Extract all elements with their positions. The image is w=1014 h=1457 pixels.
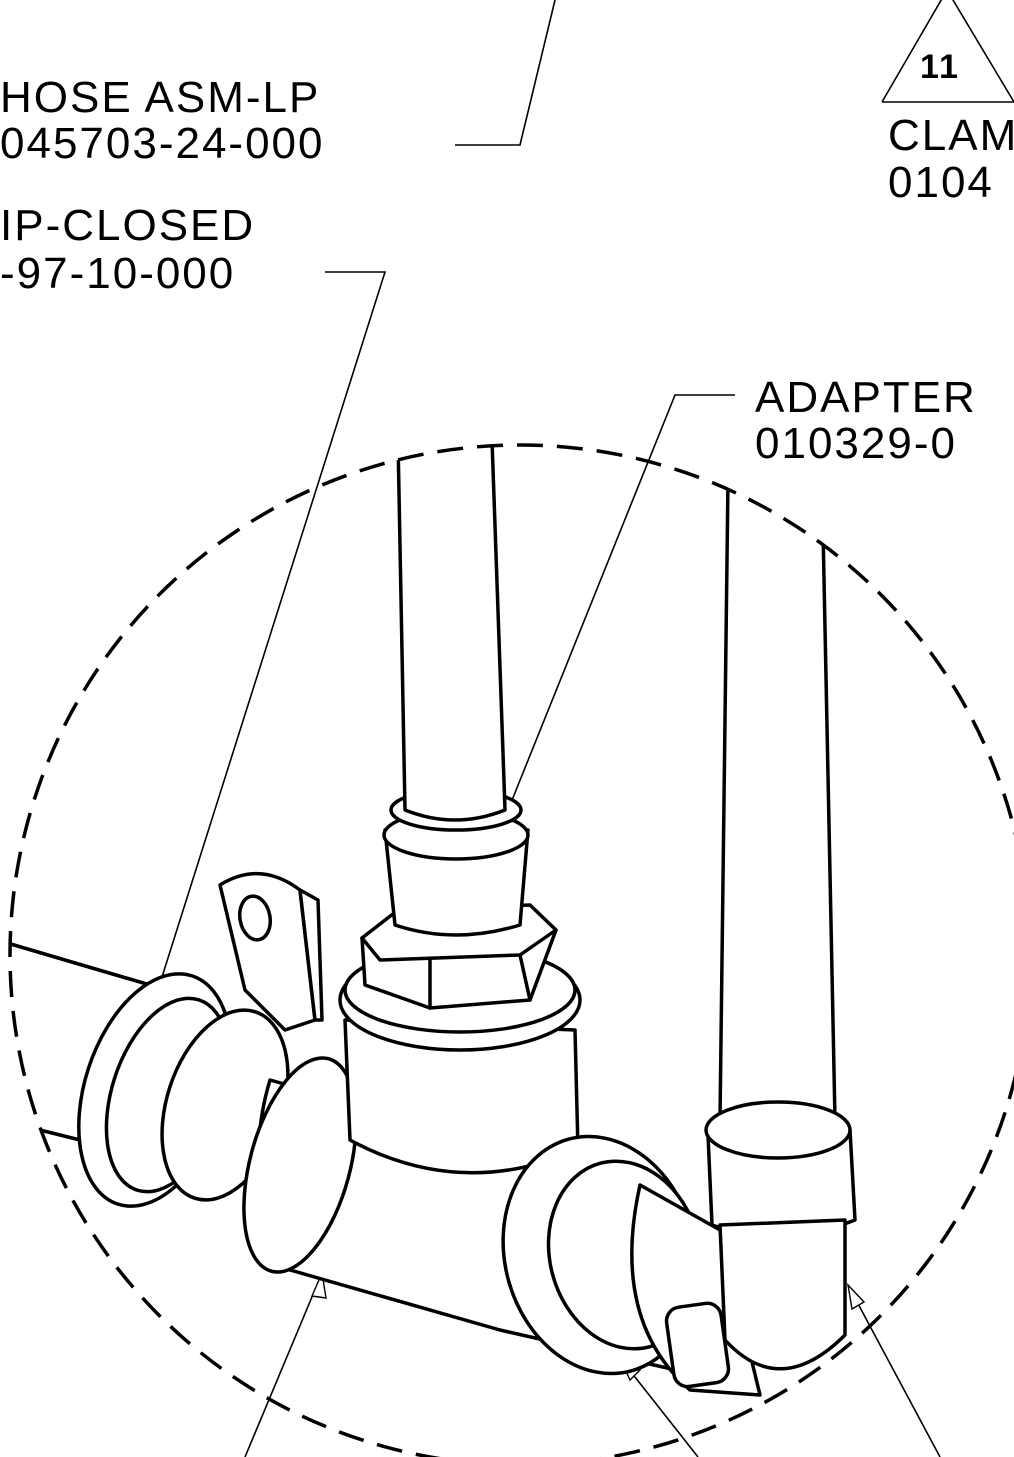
adapter-part-number: 010329-0 [755, 419, 957, 468]
detail-view [10, 445, 857, 1397]
hose-name-label: HOSE ASM-LP [0, 73, 320, 122]
clip-leader [111, 271, 387, 1136]
clamp-tab-hole [237, 894, 273, 942]
clip-part-number: -97-10-000 [0, 249, 235, 298]
tee-left-end [242, 1056, 358, 1274]
clamp-tab [218, 872, 317, 1032]
bottom-right-leader [847, 1284, 941, 1457]
badge-number: 11 [920, 48, 960, 86]
hose-part-number: 045703-24-000 [0, 119, 324, 168]
clamp-name-label: CLAM [888, 111, 1014, 160]
upper-hose [396, 445, 507, 822]
bottom-left-leader [244, 1272, 323, 1457]
right-hose [718, 478, 837, 1122]
elbow-key [664, 1301, 731, 1389]
badge-triangle: 11 [881, 0, 1014, 103]
clamp-part-number: 0104 [888, 158, 994, 207]
clip-name-label: IP-CLOSED [0, 201, 255, 250]
hose-leader [455, 0, 556, 146]
adapter-name-label: ADAPTER [755, 373, 977, 422]
detail-circle [8, 443, 1014, 1457]
bottom-right-arrowhead [846, 1282, 866, 1311]
adapter-leader [499, 394, 735, 831]
